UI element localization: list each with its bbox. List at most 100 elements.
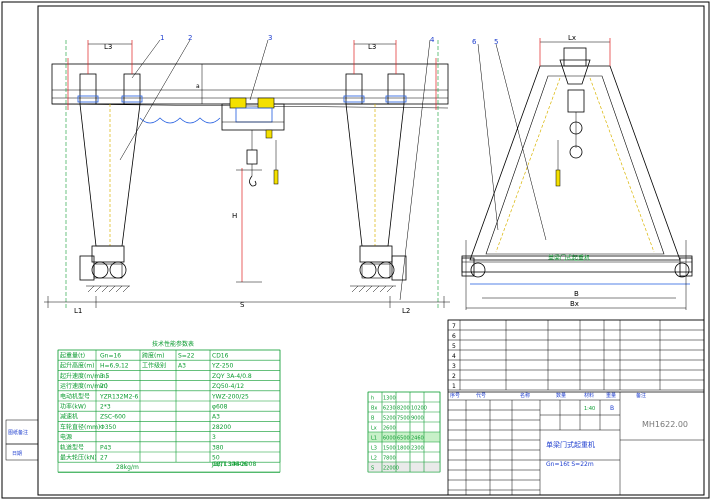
parts-header-label: 代号 <box>476 392 486 399</box>
dim-l3-left: L3 <box>104 43 112 51</box>
spec-right-cell: 50 <box>212 455 220 462</box>
right-end-carriage <box>359 245 393 263</box>
dim-s: S <box>240 301 245 309</box>
spec-cell: 3.5 <box>100 373 110 380</box>
spec-cell: H=6,9,12 <box>100 363 129 370</box>
inner-frame <box>37 5 705 496</box>
side-view: Lx B Bx 6 5 单梁门式起重机 <box>461 34 693 310</box>
dim-cell: 1800 <box>397 446 410 452</box>
dim-cell: 2300 <box>411 446 424 452</box>
dim-cell: L2 <box>371 456 377 462</box>
dim-cell: 22000 <box>383 466 399 472</box>
spec-right-cell: 28200 <box>212 424 231 431</box>
spec-cell: ZSC-600 <box>100 414 126 421</box>
dim-cell: B <box>371 416 375 422</box>
dim-cell: 2460 <box>411 436 424 442</box>
dim-cell: h <box>371 396 374 402</box>
dim-row-fill <box>368 462 440 472</box>
dim-cell: Bx <box>371 406 377 412</box>
dim-cell: 6230 <box>383 406 396 412</box>
parts-header-label: 数量 <box>556 392 566 399</box>
dim-cell: 9000 <box>411 416 424 422</box>
spec-cell: 跨度(m) <box>142 352 165 360</box>
spec-cell: Gn=16 <box>100 353 121 360</box>
side-a-frame <box>469 65 681 261</box>
balloon-6: 6 <box>472 38 477 46</box>
parts-row-number: 7 <box>452 323 456 330</box>
spec-right-extra: GB/T 14406 <box>212 461 248 468</box>
svg-text:a: a <box>196 83 200 90</box>
title-block: 7654321序号代号名称数量材料重量备注 单梁门式起重机 Gn=16t S=2… <box>447 319 705 496</box>
parts-header-label: 材料 <box>584 392 594 399</box>
dim-lx: Lx <box>568 34 576 42</box>
hoist-trolley <box>221 97 285 187</box>
ground-hatch <box>86 285 396 293</box>
parts-header-label: 名称 <box>520 392 530 399</box>
parts-header-label: 序号 <box>450 392 460 399</box>
title-drawing-spec: Gn=16t S=22m <box>546 461 594 468</box>
dim-cell: 7800 <box>383 456 396 462</box>
parts-row-number: 3 <box>452 363 456 370</box>
balloon-2: 2 <box>188 34 192 42</box>
left-end-carriage <box>91 245 125 263</box>
dim-h: H <box>232 212 237 220</box>
spec-cell: 最大轮压(kN) <box>60 454 97 462</box>
dim-row-fill <box>368 432 440 442</box>
spec-cell: 车轮直径(mm) <box>60 423 100 431</box>
dim-cell: L3 <box>371 446 377 452</box>
dim-cell: 1300 <box>383 396 396 402</box>
dim-b: B <box>574 290 579 298</box>
dim-cell: L1 <box>371 436 377 442</box>
spec-cell: 20 <box>100 383 108 390</box>
spec-cell: 电动机型号 <box>60 392 90 400</box>
spec-right-cell: 380 <box>212 444 224 451</box>
balloon-4: 4 <box>430 36 435 44</box>
spec-cell: 2*3 <box>100 404 111 411</box>
parts-row-number: 2 <box>452 373 456 380</box>
spec-table-title: 技术性能参数表 <box>152 340 194 348</box>
dim-l1: L1 <box>74 307 82 315</box>
parts-row-number: 6 <box>452 333 456 340</box>
spec-cell: 功率(kW) <box>60 403 86 411</box>
margin-label-2: 日期 <box>12 451 22 457</box>
spec-cell: 27 <box>100 455 108 462</box>
title-drawing-name: 单梁门式起重机 <box>546 440 595 449</box>
spec-cell: 工作级别 <box>142 362 166 370</box>
spec-table: 技术性能参数表 起重量(t) Gn=16 跨度(m) S=22 起升高度(m) H=6,9… <box>57 340 281 473</box>
parts-header-label: 重量 <box>606 392 616 399</box>
dim-bx: Bx <box>570 300 579 308</box>
spec-cell: 运行速度(m/min) <box>60 382 108 390</box>
spec-right-cell: CD16 <box>212 353 229 360</box>
dim-cell: 7500 <box>397 416 410 422</box>
parts-header-label: 备注 <box>636 392 646 399</box>
dim-cell: S <box>371 466 374 472</box>
dim-cell: 6500 <box>397 436 410 442</box>
title-scale: 1:40 <box>584 406 595 412</box>
spec-cell: 电源 <box>60 433 72 441</box>
balloon-3: 3 <box>268 34 272 42</box>
dim-cell: 10200 <box>411 406 427 412</box>
dim-l3-right: L3 <box>368 43 376 51</box>
spec-cell: 减速机 <box>60 413 78 421</box>
spec-cell: 起重量(t) <box>60 352 85 360</box>
parts-row-number: 5 <box>452 343 456 350</box>
title-drawing-number: MH1622.00 <box>642 420 688 429</box>
title-sheet: B <box>610 405 614 412</box>
spec-cell: S=22 <box>178 353 195 360</box>
parts-row-number: 4 <box>452 353 456 360</box>
spec-right-cell: YZ-250 <box>211 363 233 370</box>
spec-cell: Φ350 <box>100 424 116 431</box>
dim-cell: 8200 <box>397 406 410 412</box>
front-view: L3 L3 H a L1 S L2 1 2 3 4 <box>44 34 450 315</box>
dim-l2: L2 <box>402 307 410 315</box>
spec-right-cell: YWZ-200/25 <box>211 393 249 400</box>
dim-cell: 6000 <box>383 436 396 442</box>
margin-label-1: 图纸备注 <box>8 429 28 436</box>
spec-cell: 起升高度(m) <box>60 362 95 370</box>
spec-cell: 轨道型号 <box>60 443 84 451</box>
balloon-1: 1 <box>160 34 164 42</box>
spec-right-extra: JB/T1306-2008 <box>211 461 256 468</box>
spec-cell: 起升速度(m/min) <box>60 372 108 380</box>
